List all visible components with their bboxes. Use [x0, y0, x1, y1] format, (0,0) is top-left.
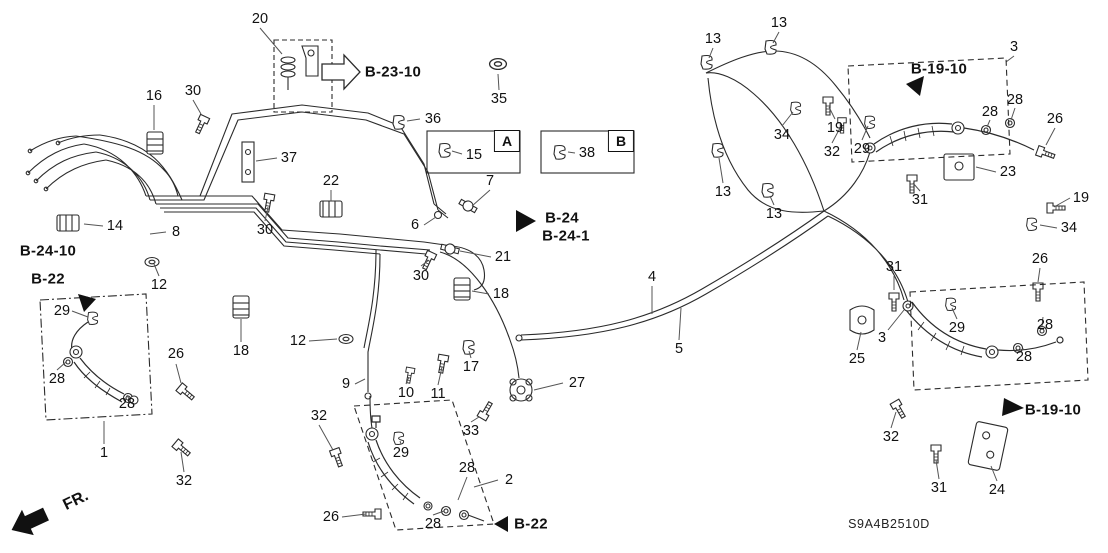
callout-14: 14 — [106, 217, 124, 234]
brake-hoses — [71, 122, 1064, 522]
callout-3: 3 — [877, 329, 887, 346]
b24-arrow-icon — [516, 210, 536, 232]
callout-9: 9 — [341, 375, 351, 392]
callout-4: 4 — [647, 268, 657, 285]
part-glyphs — [56, 39, 1066, 521]
callout-3: 3 — [1009, 38, 1019, 55]
callout-18: 18 — [232, 342, 250, 359]
b1910-bottom-arrow-icon — [1002, 398, 1024, 416]
callout-37: 37 — [280, 149, 298, 166]
callout-29: 29 — [53, 302, 71, 319]
section-marker-b: B — [607, 130, 635, 152]
ref-b-19-10: B-19-10 — [1024, 401, 1082, 419]
callout-17: 17 — [462, 358, 480, 375]
callout-13: 13 — [714, 183, 732, 200]
callout-18: 18 — [492, 285, 510, 302]
ref-b-22: B-22 — [514, 515, 548, 533]
callout-30: 30 — [184, 82, 202, 99]
pipe-bundle — [25, 50, 909, 429]
callout-16: 16 — [145, 87, 163, 104]
callout-19: 19 — [826, 119, 844, 136]
callout-32: 32 — [823, 143, 841, 160]
diagram-code: S9A4B2510D — [848, 516, 930, 531]
callout-27: 27 — [568, 374, 586, 391]
callout-22: 22 — [322, 172, 340, 189]
block-arrow-icon — [321, 53, 361, 91]
callout-19: 19 — [1072, 189, 1090, 206]
callout-15: 15 — [465, 146, 483, 163]
callout-30: 30 — [256, 221, 274, 238]
callout-36: 36 — [424, 110, 442, 127]
callout-32: 32 — [882, 428, 900, 445]
callout-31: 31 — [885, 258, 903, 275]
ref-b-19-10: B-19-10 — [910, 60, 968, 78]
callout-33: 33 — [462, 422, 480, 439]
callout-28: 28 — [1006, 91, 1024, 108]
callout-24: 24 — [988, 481, 1006, 498]
callout-29: 29 — [853, 140, 871, 157]
callout-12: 12 — [150, 276, 168, 293]
callout-26: 26 — [1031, 250, 1049, 267]
callout-28: 28 — [1036, 316, 1054, 333]
callout-34: 34 — [1060, 219, 1078, 236]
fr-label: FR. — [60, 487, 92, 514]
callout-21: 21 — [494, 248, 512, 265]
callout-28: 28 — [424, 515, 442, 532]
callout-10: 10 — [397, 384, 415, 401]
callout-30: 30 — [412, 267, 430, 284]
callout-25: 25 — [848, 350, 866, 367]
leader-lines — [56, 27, 1071, 518]
callout-35: 35 — [490, 90, 508, 107]
callout-13: 13 — [704, 30, 722, 47]
callout-28: 28 — [1015, 348, 1033, 365]
callout-29: 29 — [948, 319, 966, 336]
callout-13: 13 — [765, 205, 783, 222]
callout-29: 29 — [392, 444, 410, 461]
callout-2: 2 — [504, 471, 514, 488]
b22-top-arrow-icon — [78, 294, 96, 312]
callout-32: 32 — [310, 407, 328, 424]
callout-7: 7 — [485, 172, 495, 189]
callout-28: 28 — [48, 370, 66, 387]
callout-31: 31 — [930, 479, 948, 496]
callout-1: 1 — [99, 444, 109, 461]
callout-28: 28 — [118, 395, 136, 412]
callout-6: 6 — [410, 216, 420, 233]
section-marker-a: A — [493, 130, 521, 152]
callout-23: 23 — [999, 163, 1017, 180]
callout-20: 20 — [251, 10, 269, 27]
ref-b-24-1: B-24-1 — [542, 227, 590, 245]
callout-31: 31 — [911, 191, 929, 208]
callout-28: 28 — [981, 103, 999, 120]
callout-26: 26 — [167, 345, 185, 362]
reference-boxes — [39, 39, 1089, 531]
callout-12: 12 — [289, 332, 307, 349]
ref-b-23-10: B-23-10 — [364, 63, 422, 81]
b1910-top-arrow-icon — [906, 76, 924, 96]
callout-5: 5 — [674, 340, 684, 357]
callout-32: 32 — [175, 472, 193, 489]
b22-bottom-arrow-icon — [494, 516, 508, 532]
ref-b-22: B-22 — [31, 270, 65, 288]
callout-34: 34 — [773, 126, 791, 143]
callout-38: 38 — [578, 144, 596, 161]
callout-26: 26 — [322, 508, 340, 525]
direction-arrows — [11, 53, 1024, 536]
callout-13: 13 — [770, 14, 788, 31]
fr-arrow-icon — [11, 507, 49, 536]
ref-b-24: B-24 — [545, 209, 579, 227]
callout-8: 8 — [171, 223, 181, 240]
callout-26: 26 — [1046, 110, 1064, 127]
callout-28: 28 — [458, 459, 476, 476]
callout-11: 11 — [430, 385, 446, 402]
ref-b-24-10: B-24-10 — [19, 242, 77, 260]
